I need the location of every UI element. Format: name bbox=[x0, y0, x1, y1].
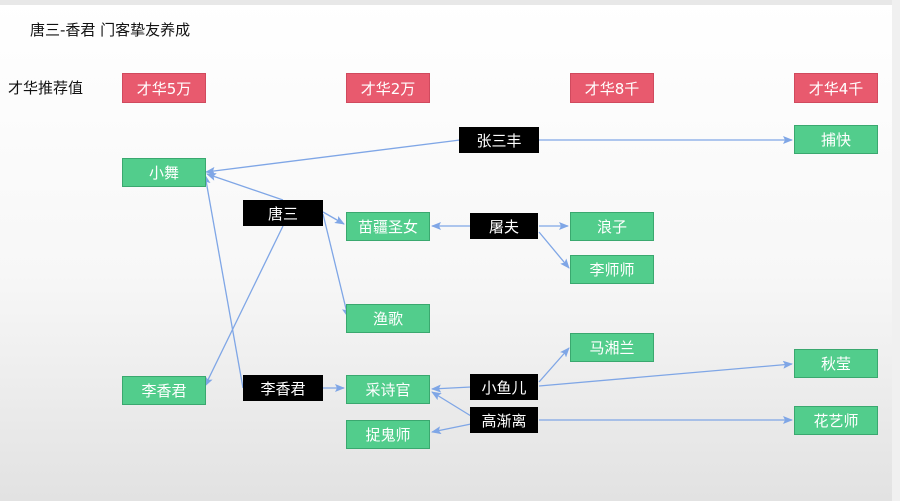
arrow-xiaoyuer-to-caishiguan bbox=[431, 384, 472, 393]
top-border bbox=[0, 0, 900, 5]
arrow-tangsan-to-lixiangjun bbox=[204, 225, 284, 387]
talent-tier-4k: 才华4千 bbox=[794, 73, 878, 103]
owner-li-xiangjun: 李香君 bbox=[243, 375, 323, 401]
character-hua-yishi: 花艺师 bbox=[794, 406, 878, 435]
character-zhuogui-shi: 捉鬼师 bbox=[346, 420, 430, 449]
arrow-xiaoyuer-to-qiuying bbox=[538, 360, 793, 387]
character-ma-xianglan: 马湘兰 bbox=[570, 333, 654, 362]
arrow-tangsan-to-yuge bbox=[322, 213, 350, 318]
arrow-gaojianli-to-zhuoguishi bbox=[431, 423, 472, 435]
owner-tang-san: 唐三 bbox=[243, 200, 323, 226]
arrow-lixiangjun-to-xiaowu bbox=[202, 174, 244, 389]
character-lang-zi: 浪子 bbox=[570, 212, 654, 241]
talent-tier-50k: 才华5万 bbox=[122, 73, 206, 103]
owner-tu-fu: 屠夫 bbox=[470, 213, 538, 239]
right-scrollbar[interactable] bbox=[892, 0, 900, 501]
character-qiu-ying: 秋莹 bbox=[794, 349, 878, 378]
talent-tier-20k: 才华2万 bbox=[346, 73, 430, 103]
character-cai-shiguan: 采诗官 bbox=[346, 375, 430, 404]
arrow-tangsan-to-xiaowu bbox=[206, 173, 284, 201]
arrow-tangsan-to-miaojiang bbox=[322, 211, 345, 225]
arrow-tufu-to-lishishi bbox=[538, 231, 570, 269]
character-xiao-wu: 小舞 bbox=[122, 158, 206, 187]
arrow-gaojianli-to-caishiguan bbox=[431, 391, 472, 417]
character-yu-ge: 渔歌 bbox=[346, 304, 430, 333]
owner-xiao-yuer: 小鱼儿 bbox=[470, 374, 538, 400]
diagram-title: 唐三-香君 门客挚友养成 bbox=[30, 21, 191, 39]
talent-row-label: 才华推荐值 bbox=[8, 79, 84, 97]
arrow-xiaoyuer-to-maxianglan bbox=[538, 347, 570, 383]
character-bu-kuai: 捕快 bbox=[794, 125, 878, 154]
character-miaojiang-shengnu: 苗疆圣女 bbox=[346, 212, 430, 241]
talent-tier-8k: 才华8千 bbox=[570, 73, 654, 103]
character-li-xiangjun: 李香君 bbox=[122, 376, 206, 405]
character-li-shishi: 李师师 bbox=[570, 255, 654, 284]
arrow-zhangsanfeng-to-xiaowu bbox=[205, 139, 461, 175]
owner-zhang-sanfeng: 张三丰 bbox=[459, 127, 539, 153]
owner-gao-jianli: 高渐离 bbox=[470, 407, 538, 433]
